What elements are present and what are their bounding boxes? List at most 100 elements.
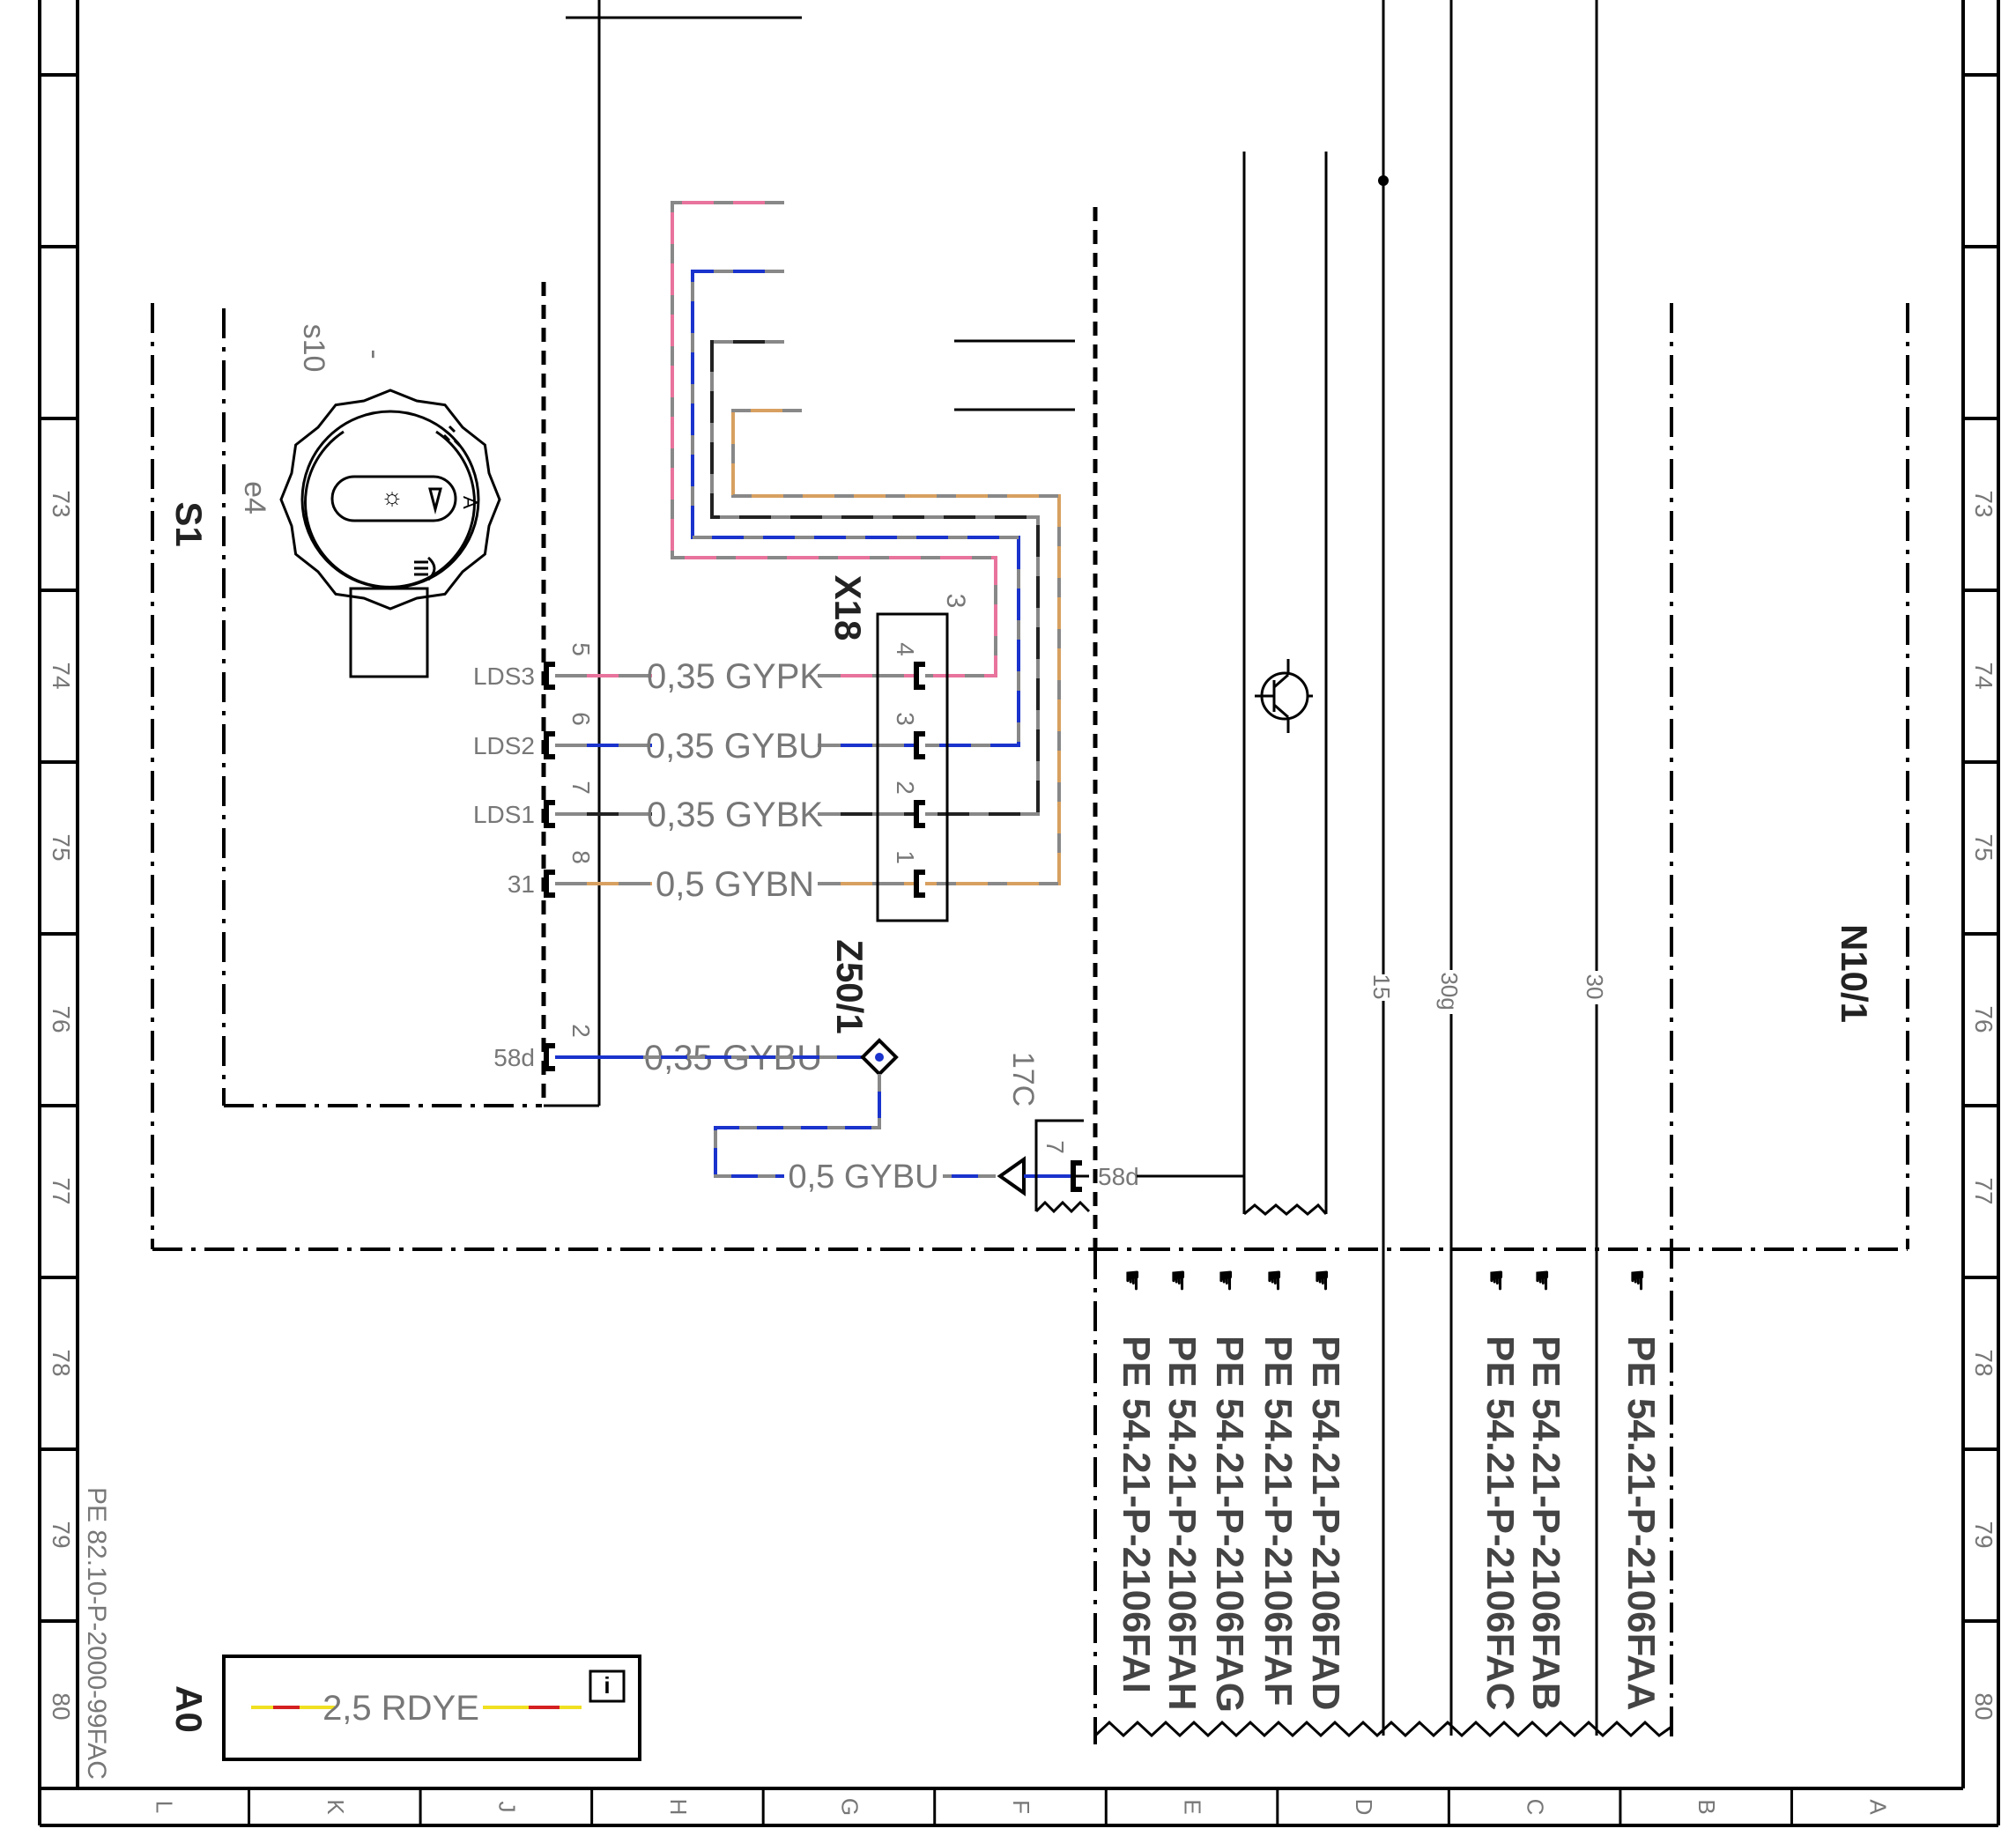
switch-label: S1 [168,501,210,546]
reference-text: PE 54.21-P-2106FAA [1619,1336,1663,1711]
switch-pin-number: 2 [567,1024,595,1038]
column-letter: D [1351,1799,1377,1816]
connector-x18: X18 3 [827,575,970,922]
reference-entry: ☛PE 54.21-P-2106FAC [1479,1269,1522,1711]
switch-pin-name: LDS3 [473,663,535,690]
switch-sub-label: e4 [238,481,271,515]
pin-wire-label: 0,35 GYBU [646,727,824,766]
ruler-number-right: 80 [1970,1692,1997,1720]
x18-pin-number: 2 [892,781,919,795]
switch-pin-name: LDS2 [473,732,535,759]
ruler-ticks [40,73,1998,1623]
wire-label-bg [652,653,818,697]
harness-wire-gypk-stripe [671,201,997,677]
switch-mark: - [358,349,391,359]
pointing-hand-icon: ☛ [1622,1269,1651,1292]
column-letter: J [493,1802,520,1813]
bus-labels: 15 30g 30 [1368,970,1609,1014]
ruler-number-left: 76 [48,1005,75,1033]
wire-label-bg [652,722,818,766]
reference-text: PE 54.21-P-2106FAC [1479,1336,1522,1711]
x18-pin-number: 3 [892,712,919,726]
x18-pin-terminal [914,870,925,898]
pin-wire-label: 0,35 GYPK [647,657,823,696]
ruler-number-left: 80 [48,1692,75,1720]
transistor-symbol [1255,659,1313,733]
x18-pin-number: 1 [892,850,919,864]
legend-wire: 2,5 RDYE [322,1689,479,1728]
column-letter: E [1180,1799,1206,1814]
ruler-number-right: 73 [1970,490,1997,517]
ruler-number-left: 75 [48,833,75,861]
reference-text: PE 54.21-P-2106FAB [1524,1336,1568,1711]
wire-to-module: 0,5 GYBU [788,1159,938,1196]
harness-wire-gybk-stripe [710,340,1040,816]
switch-pin-number: 8 [567,850,595,864]
reference-text: PE 54.21-P-2106FAH [1160,1336,1204,1711]
switch-pin-terminal [544,1043,555,1071]
top-wiring [544,0,1598,1736]
reference-text: PE 54.21-P-2106FAG [1208,1336,1251,1713]
pointing-hand-icon: ☛ [1163,1269,1192,1292]
drawing-frame [38,0,2000,1827]
module-pin-group: 17C [1006,1052,1040,1107]
x18-pin-terminal [914,662,925,690]
pointing-hand-icon: ☛ [1211,1269,1240,1292]
column-letter: C [1523,1799,1549,1816]
reference-entry: ☛ PE 54.21-P-2106FAH [1160,1269,1204,1711]
column-letter: H [665,1799,692,1816]
bus-label-30: 30 [1582,974,1608,1000]
switch-pin-number: 5 [567,642,595,656]
column-letter: F [1008,1800,1034,1814]
legend-label: A0 [168,1685,210,1733]
switch-pin-terminal [544,662,555,690]
harness-wire-gybn-stripe [731,409,1061,885]
document-reference: PE 82.10-P-2000-99FAC [82,1487,111,1780]
column-letter: G [836,1798,863,1816]
light-sun-icon: ☼ [381,483,404,510]
ruler-number-left: 78 [48,1349,75,1376]
ruler-number-left: 74 [48,662,75,689]
wire-label-bg [652,861,818,905]
pointing-hand-icon: ☛ [1117,1269,1146,1292]
ruler-number-right: 76 [1970,1005,1997,1033]
harness-wire-gybu-stripe [691,270,1020,747]
module-n10-1: N10/1 17C 7 58d [1006,924,1875,1214]
bus-label-30g: 30g [1436,972,1463,1010]
pin-wire-label: 0,35 GYBK [647,796,823,834]
switch-pin-terminal [544,870,555,898]
page-references: ☛PE 54.21-P-2106FAI☛PE 54.21-P-2106FAH☛P… [1115,1269,1663,1713]
reference-text: PE 54.21-P-2106FAD [1304,1336,1347,1711]
splice-z50-1: Z50/1 0,5 GYBU [643,939,1071,1198]
ruler-number-right: 75 [1970,833,1997,861]
dim-mark-icon [442,425,462,448]
switch-pin-name: 31 [508,870,535,898]
column-letter: K [322,1799,349,1815]
column-letter: B [1694,1799,1720,1814]
pointing-hand-icon: ☛ [1307,1269,1336,1292]
module-input-arrow [997,1156,1026,1196]
reference-entry: ☛PE 54.21-P-2106FAF [1256,1269,1300,1706]
wire-legend: A0 2,5 RDYE i [168,1655,641,1761]
splice-label: Z50/1 [829,939,871,1033]
reference-text: PE 54.21-P-2106FAF [1256,1336,1300,1706]
boundary-lines [151,207,1909,1744]
ruler-number-left: 73 [48,490,75,517]
reference-text: PE 54.21-P-2106FAI [1115,1336,1158,1693]
ruler-number-left: 79 [48,1521,75,1548]
column-letter: L [151,1801,177,1813]
column-letter: A [1865,1799,1892,1815]
ruler-number-right: 77 [1970,1177,1997,1204]
refs-zigzag [1093,1720,1672,1738]
module-pin: 7 [1041,1140,1069,1154]
reference-entry: ☛ PE 54.21-P-2106FAG [1208,1269,1251,1713]
x18-pin-number: 4 [892,642,919,656]
connector-x18-top: 3 [941,594,970,609]
switch-pin-terminal [544,800,555,828]
switch-pin-number: 6 [567,712,595,726]
parking-lamp-icon [428,487,442,515]
